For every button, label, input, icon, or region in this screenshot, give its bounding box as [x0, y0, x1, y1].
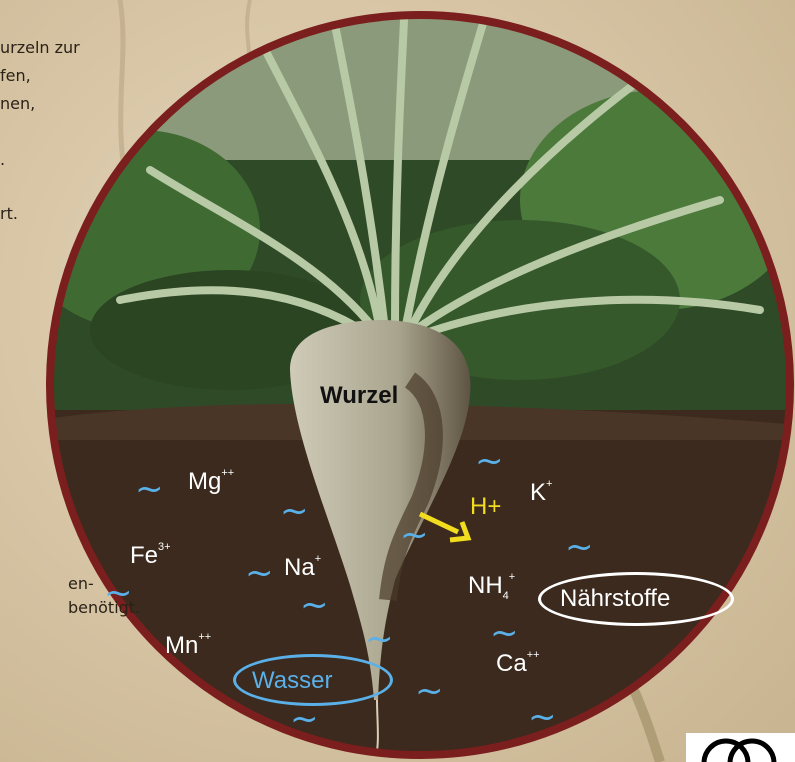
water-label: Wasser	[252, 669, 332, 693]
side-text-line: urzeln zur	[0, 40, 80, 56]
side-text-line: nen,	[0, 96, 35, 112]
ion-label-ca: Ca++	[496, 652, 540, 676]
side-text-line: rt.	[0, 206, 18, 222]
water-wave-icon: ~	[528, 700, 557, 734]
root-label: Wurzel	[320, 382, 398, 410]
ion-label-nh4: NH4+	[468, 574, 515, 598]
hydrogen-label: H+	[470, 495, 501, 519]
logo	[686, 733, 795, 762]
side-text-line: .	[0, 152, 5, 168]
water-wave-icon: ~	[104, 576, 133, 610]
water-wave-icon: ~	[490, 616, 519, 650]
water-wave-icon: ~	[280, 494, 309, 528]
water-wave-icon: ~	[365, 622, 394, 656]
water-wave-icon: ~	[415, 674, 444, 708]
water-wave-icon: ~	[565, 530, 594, 564]
ion-label-mn: Mn++	[165, 634, 211, 658]
water-wave-icon: ~	[245, 556, 274, 590]
water-wave-icon: ~	[290, 702, 319, 736]
water-wave-icon: ~	[400, 518, 429, 552]
nutrients-label: Nährstoffe	[560, 587, 670, 611]
side-text-line: en-	[68, 576, 94, 592]
side-text-line: fen,	[0, 68, 31, 84]
water-wave-icon: ~	[475, 444, 504, 478]
ion-label-mg: Mg++	[188, 470, 234, 494]
ion-label-fe: Fe3+	[130, 544, 171, 568]
water-wave-icon: ~	[135, 472, 164, 506]
ion-label-na: Na+	[284, 556, 321, 580]
water-wave-icon: ~	[300, 588, 329, 622]
ion-label-k: K+	[530, 481, 552, 505]
